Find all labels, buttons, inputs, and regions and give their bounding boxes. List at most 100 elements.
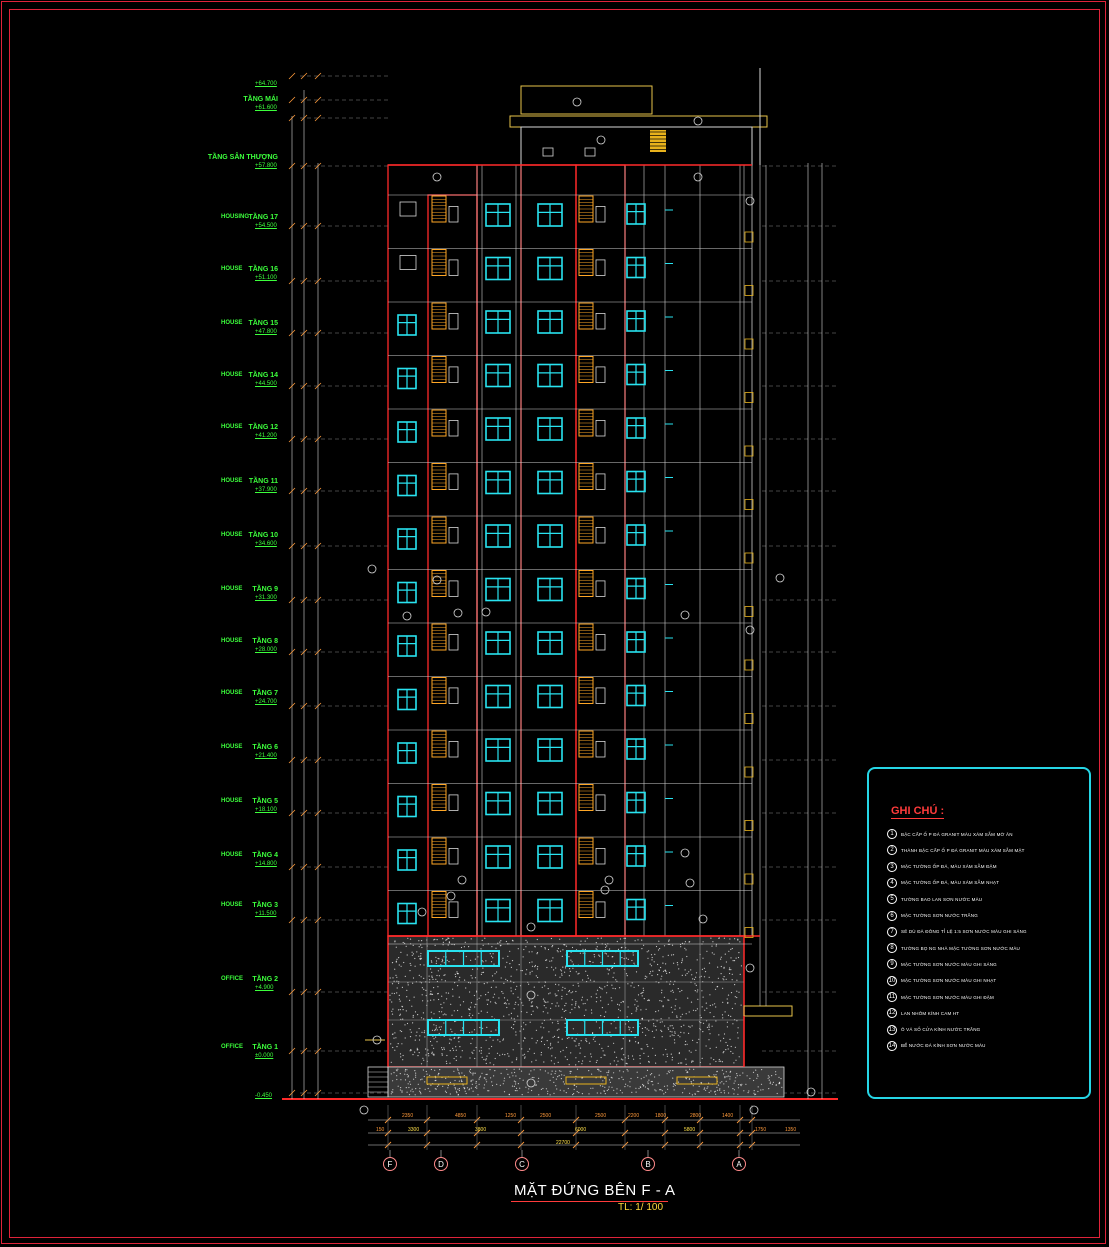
- stone-dot: [485, 994, 487, 996]
- stone-dot: [392, 1046, 394, 1049]
- stone-dot: [575, 1038, 577, 1040]
- plinth-dot: [739, 1074, 741, 1076]
- balcony-left-door: [448, 366, 459, 383]
- stone-dot: [665, 963, 667, 965]
- stone-dot: [615, 979, 617, 981]
- stone-dot: [562, 949, 564, 951]
- stone-dot: [561, 995, 563, 998]
- stone-dot: [726, 998, 728, 1000]
- stone-dot: [642, 987, 644, 989]
- plinth-dot: [698, 1085, 700, 1087]
- stone-dot: [523, 1022, 525, 1024]
- stone-dot: [622, 1001, 625, 1003]
- stone-dot: [559, 950, 562, 952]
- plinth-dot: [531, 1076, 533, 1079]
- stone-dot: [641, 995, 643, 997]
- stone-dot: [391, 983, 394, 985]
- stone-dot: [438, 1011, 440, 1013]
- stone-dot: [609, 1031, 611, 1033]
- plinth-dot: [573, 1084, 575, 1086]
- stone-dot: [491, 1045, 493, 1048]
- stone-dot: [522, 1040, 525, 1042]
- stone-dot: [554, 1057, 557, 1059]
- dimension-tick: [300, 162, 308, 170]
- plinth-dot: [768, 1088, 770, 1090]
- stone-dot: [608, 969, 610, 971]
- stone-dot: [537, 966, 539, 968]
- stone-dot: [480, 973, 482, 976]
- stone-dot: [568, 989, 571, 992]
- stone-dot: [568, 956, 570, 958]
- stone-dot: [617, 1060, 619, 1062]
- plinth-dot: [514, 1071, 516, 1074]
- stone-dot: [730, 957, 732, 959]
- stone-dot: [700, 1017, 702, 1019]
- plinth-dot: [489, 1069, 491, 1071]
- stone-dot: [684, 969, 686, 971]
- stone-dot: [508, 1014, 510, 1016]
- stone-dot: [673, 962, 675, 964]
- stone-dot: [443, 1048, 445, 1050]
- plinth-dot: [463, 1086, 465, 1089]
- stone-dot: [599, 1027, 601, 1029]
- stone-dot: [470, 1042, 472, 1045]
- stone-dot: [514, 1021, 516, 1023]
- stone-dot: [564, 1005, 566, 1007]
- plinth-dot: [516, 1090, 518, 1092]
- stone-dot: [447, 992, 450, 994]
- dimension-tick: [314, 277, 322, 285]
- plinth-dot: [642, 1083, 644, 1086]
- stone-dot: [692, 1060, 694, 1062]
- stone-dot: [658, 969, 660, 971]
- stone-dot: [662, 956, 664, 958]
- stone-dot: [402, 1059, 404, 1061]
- dimension-tick: [300, 487, 308, 495]
- plinth-dot: [553, 1081, 555, 1083]
- callout-circle: [481, 607, 491, 617]
- stone-dot: [432, 1053, 434, 1055]
- plinth-dot: [557, 1076, 559, 1078]
- dimension-tick: [288, 72, 296, 80]
- plinth-dot: [716, 1071, 718, 1073]
- plinth-dot: [572, 1094, 574, 1096]
- level-use: HOUSE: [221, 852, 243, 858]
- stone-dot: [431, 975, 433, 977]
- plinth-dot: [486, 1073, 488, 1075]
- dimension-tick: [314, 863, 322, 871]
- plinth-dot: [436, 1085, 439, 1087]
- stone-dot: [688, 1050, 690, 1052]
- stone-dot: [648, 1029, 650, 1031]
- stone-dot: [704, 971, 707, 973]
- dimension-tick: [300, 596, 308, 604]
- stone-dot: [632, 1026, 634, 1029]
- stone-dot: [702, 941, 704, 943]
- plinth-dot: [603, 1090, 605, 1092]
- stone-dot: [596, 989, 599, 991]
- stone-dot: [660, 966, 662, 969]
- stone-dot: [503, 1015, 505, 1017]
- stone-dot: [605, 953, 608, 955]
- side-panel: [744, 873, 754, 885]
- plinth-dot: [429, 1090, 431, 1092]
- stone-dot: [452, 1047, 454, 1049]
- stone-dot: [569, 970, 571, 973]
- stone-dot: [455, 1059, 457, 1061]
- stone-dot: [564, 1056, 566, 1058]
- stone-dot: [533, 1052, 535, 1054]
- stone-dot: [447, 944, 449, 946]
- stone-dot: [512, 940, 514, 942]
- plinth-dot: [673, 1083, 675, 1085]
- plinth-dot: [672, 1077, 674, 1079]
- plinth-dot: [511, 1072, 513, 1074]
- stone-dot: [705, 1045, 707, 1047]
- stone-dot: [557, 1020, 559, 1022]
- plinth-dot: [647, 1082, 649, 1085]
- stone-dot: [712, 941, 714, 943]
- stone-dot: [609, 1063, 611, 1065]
- stone-dot: [398, 982, 400, 984]
- stone-dot: [411, 1005, 413, 1007]
- plinth-dot: [570, 1070, 572, 1073]
- stone-dot: [407, 937, 409, 939]
- callout-circle: [680, 848, 690, 858]
